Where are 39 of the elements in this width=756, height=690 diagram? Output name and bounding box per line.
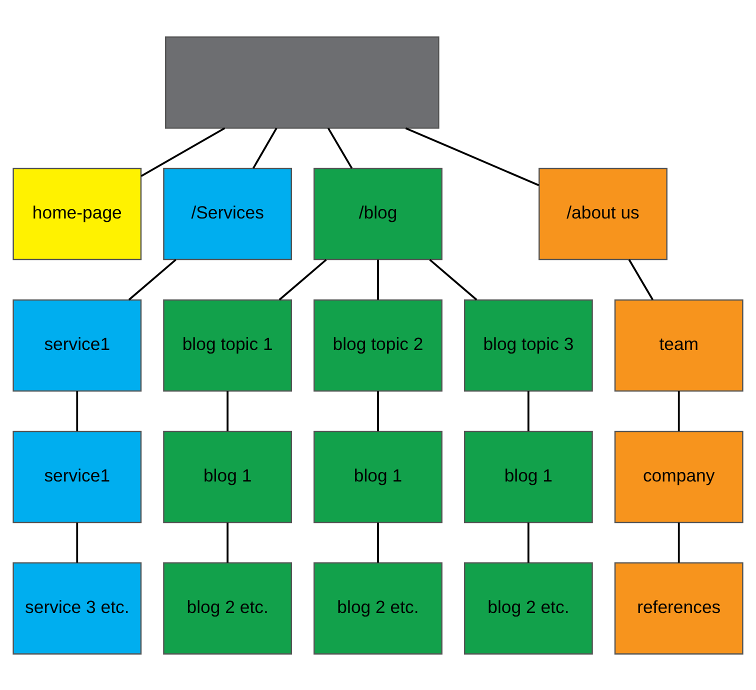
connector — [278, 258, 327, 300]
node-box: team — [614, 298, 744, 392]
node-box: /about us — [538, 167, 668, 260]
connector — [76, 522, 78, 562]
node-box — [165, 36, 440, 128]
node-box: home-page — [12, 167, 142, 260]
node-box: blog 1 — [464, 430, 593, 523]
node-box: service1 — [12, 430, 142, 523]
connector — [628, 258, 654, 300]
connector — [527, 522, 530, 562]
node-box: blog topic 3 — [464, 298, 593, 392]
connector — [405, 126, 540, 186]
node-box: references — [614, 562, 744, 654]
node-box: blog 2 etc. — [163, 562, 292, 654]
node-box: blog 1 — [314, 430, 442, 523]
node-box: /blog — [314, 167, 442, 260]
connector — [76, 390, 78, 431]
connector — [377, 259, 379, 300]
node-box: blog 2 etc. — [464, 562, 593, 654]
node-box: blog topic 2 — [314, 298, 442, 392]
connector — [327, 127, 353, 168]
connector — [128, 258, 176, 300]
connector — [377, 390, 379, 431]
connector — [226, 390, 229, 431]
node-box: service 3 etc. — [12, 562, 142, 654]
connector — [678, 390, 680, 431]
connector — [252, 127, 278, 168]
node-box: company — [614, 430, 744, 523]
connector — [140, 126, 226, 176]
node-box: service1 — [12, 298, 142, 392]
node-box: blog topic 1 — [163, 298, 292, 392]
node-box: blog 2 etc. — [314, 562, 442, 654]
connector — [377, 522, 379, 562]
node-box: blog 1 — [163, 430, 292, 523]
connector — [226, 522, 229, 562]
connector — [527, 390, 530, 431]
connector — [678, 522, 680, 562]
connector — [429, 258, 478, 300]
node-box: /Services — [163, 167, 292, 260]
